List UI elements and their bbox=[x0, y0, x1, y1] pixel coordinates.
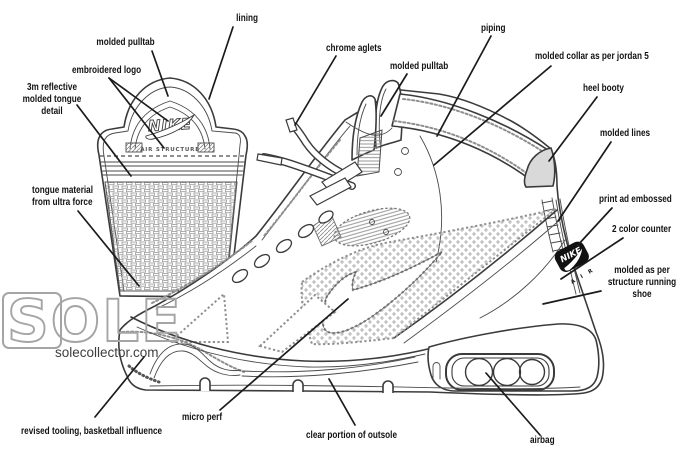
tongue-arch-inner bbox=[134, 106, 206, 150]
callout-heel-booty: heel booty bbox=[583, 82, 624, 94]
callout-clear-outsole: clear portion of outsole bbox=[306, 429, 398, 441]
watermark: SOLE solecollector.com bbox=[2, 286, 183, 360]
callout-lining: lining bbox=[236, 12, 258, 24]
callout-revised-tooling: revised tooling, basketball influence bbox=[21, 425, 163, 437]
oval-dot-1 bbox=[369, 219, 375, 225]
airbag-bubbles bbox=[464, 358, 546, 386]
callout-two-color-counter: 2 color counter bbox=[612, 223, 672, 235]
tongue-air-structure-text: AIR STRUCTURE bbox=[140, 147, 200, 153]
eyelet-1 bbox=[401, 147, 409, 155]
eyelet-2 bbox=[394, 168, 402, 176]
heel-counter-seam bbox=[479, 239, 566, 319]
heel-rib-2 bbox=[559, 198, 581, 294]
stay-stitch bbox=[263, 139, 341, 237]
shoe-drawing: NIKE A I R bbox=[118, 79, 605, 396]
midsole-wave-inner bbox=[153, 350, 241, 379]
tongue-drawing: NIKE AIR STRUCTURE bbox=[96, 77, 249, 298]
tongue-swoosh-icon bbox=[145, 113, 196, 140]
midsole-second-line bbox=[136, 326, 426, 368]
callout-molded-lines: molded lines bbox=[600, 127, 651, 139]
tongue-nike-logo: NIKE bbox=[148, 115, 193, 135]
leader-molded-pulltab-left bbox=[151, 50, 169, 97]
tongue-inner-outline bbox=[102, 86, 241, 293]
leader-molded-collar bbox=[433, 65, 552, 166]
swoosh-inner-line bbox=[322, 251, 443, 334]
quarter-seam-outer bbox=[393, 209, 558, 339]
aglet-left bbox=[256, 153, 283, 166]
callout-embroidered-logo: embroidered logo bbox=[72, 64, 142, 76]
leader-piping bbox=[436, 35, 492, 137]
lace-cross-2 bbox=[309, 177, 352, 206]
watermark-logo-frame bbox=[2, 292, 62, 349]
vamp-seam bbox=[151, 239, 254, 304]
leader-print-ad bbox=[576, 207, 613, 247]
callout-molded-pulltab-left: molded pulltab bbox=[96, 36, 155, 48]
tongue-arch bbox=[129, 100, 211, 150]
leader-airbag bbox=[485, 372, 541, 436]
ghillie-loops bbox=[231, 210, 334, 284]
tongue-band-right bbox=[197, 142, 215, 153]
leader-embroidered-logo-a bbox=[108, 77, 169, 122]
leader-heel-booty bbox=[548, 96, 598, 162]
callout-print-ad: print ad embossed bbox=[599, 193, 672, 205]
ankle-opening-line bbox=[345, 121, 393, 136]
leader-molded-lines bbox=[557, 141, 612, 222]
callout-molded-structure: molded as per structure running shoe bbox=[607, 264, 677, 300]
midsole-top-edge bbox=[130, 316, 433, 363]
heel-booty-shape bbox=[523, 147, 556, 188]
midsole-wave bbox=[149, 343, 242, 375]
callout-tongue-material: tongue material from ultra force bbox=[32, 184, 93, 208]
heel-swoosh-icon bbox=[564, 248, 583, 271]
toe-chevron bbox=[257, 293, 337, 354]
callout-airbag: airbag bbox=[530, 434, 555, 446]
quarter-seam-inner bbox=[403, 217, 563, 344]
heel-rib-1 bbox=[555, 199, 577, 295]
airbag-window-inner bbox=[451, 357, 550, 387]
outsole-arch-1 bbox=[199, 377, 211, 391]
callout-piping: piping bbox=[481, 22, 506, 34]
airbag-window-outer bbox=[445, 353, 555, 391]
ribbed-wedge bbox=[356, 129, 383, 177]
leader-lining bbox=[208, 26, 234, 100]
tongue-band-left bbox=[125, 142, 143, 153]
leader-micro-perf bbox=[219, 298, 349, 411]
aglet-upper bbox=[285, 117, 298, 133]
leader-chrome-aglets bbox=[294, 55, 337, 126]
leader-lines bbox=[76, 26, 624, 436]
leader-clear-outsole bbox=[328, 378, 356, 426]
leader-reflective bbox=[76, 104, 132, 177]
callout-chrome-aglets: chrome aglets bbox=[326, 42, 382, 54]
leader-molded-pulltab-right bbox=[380, 73, 408, 117]
collar-stitch-top bbox=[402, 98, 546, 154]
leader-revised-tooling bbox=[94, 356, 145, 418]
leader-tongue-material bbox=[77, 210, 140, 287]
laces bbox=[256, 117, 363, 206]
toe-triangle bbox=[167, 291, 230, 343]
oval-dot-2 bbox=[383, 229, 389, 235]
toe-bead-texture bbox=[127, 364, 161, 384]
callout-molded-pulltab-right: molded pulltab bbox=[390, 60, 449, 72]
outsole-inner-line bbox=[149, 384, 581, 390]
outsole-arch-2 bbox=[292, 379, 304, 392]
heel-wrap-slot bbox=[432, 362, 441, 380]
callout-molded-collar: molded collar as per jordan 5 bbox=[535, 50, 649, 62]
leader-embroidered-logo-b bbox=[108, 77, 165, 149]
outsole-arch-3 bbox=[382, 380, 394, 393]
watermark-site-text: solecollector.com bbox=[55, 345, 159, 360]
tongue-stripe-2 bbox=[101, 170, 244, 176]
tongue-stripe-1 bbox=[100, 161, 245, 167]
callout-micro-perf: micro perf bbox=[182, 411, 223, 423]
collar-stitch-bottom bbox=[393, 120, 534, 179]
leader-molded-structure bbox=[542, 290, 602, 305]
vamp-seam-inner bbox=[155, 245, 257, 310]
watermark-logo-text: SOLE bbox=[7, 287, 183, 355]
heel-nike-air-logo: NIKE bbox=[554, 241, 589, 272]
leader-two-color-counter bbox=[560, 237, 624, 280]
callout-reflective: 3m reflective molded tongue detail bbox=[22, 81, 82, 117]
